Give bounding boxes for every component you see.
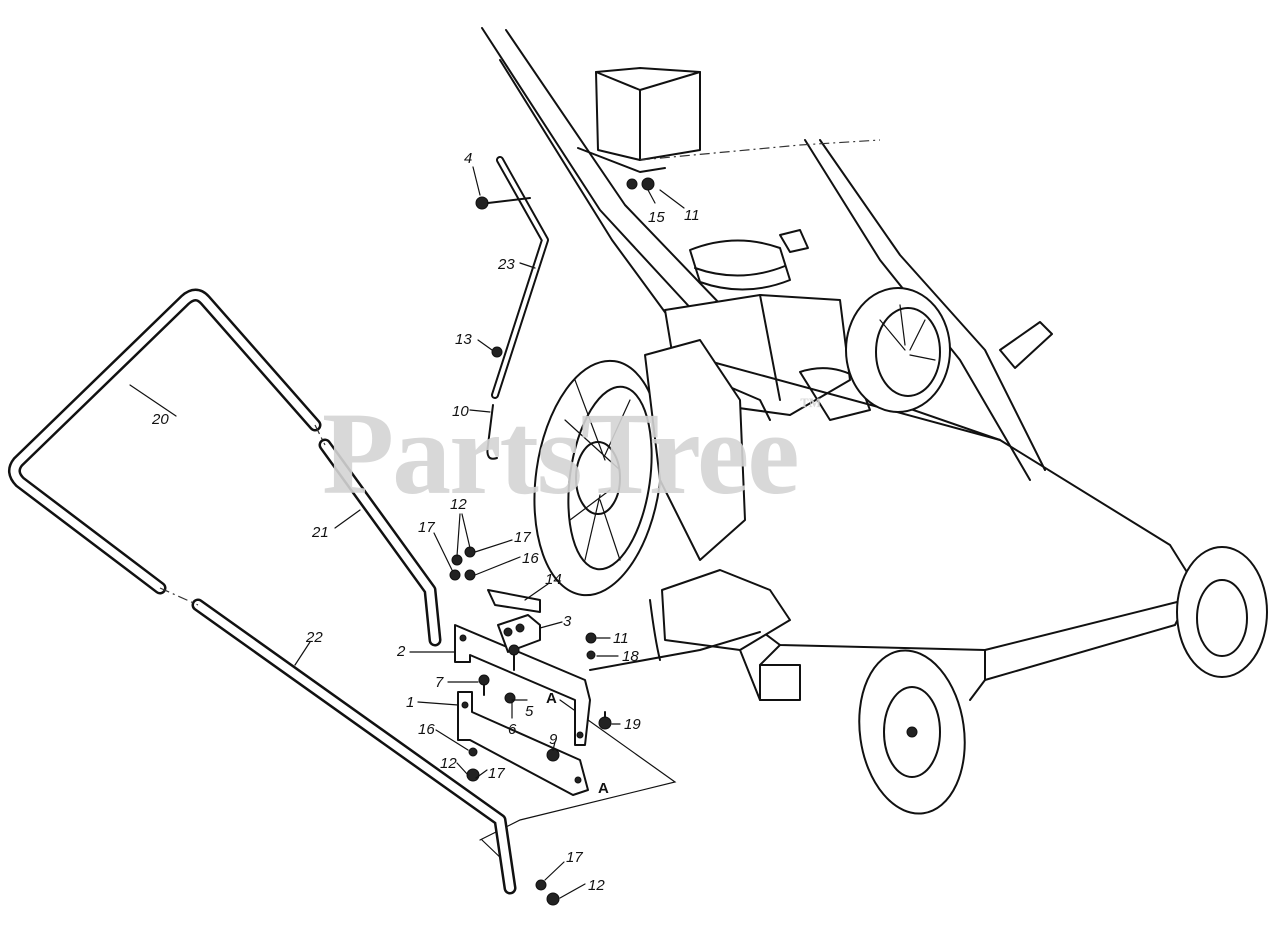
- callout-6: 6: [508, 721, 517, 738]
- bracket-2: [454, 624, 591, 746]
- callout-11-right: 11: [613, 630, 629, 647]
- callout-16-upper: 16: [522, 550, 539, 567]
- callout-2: 2: [396, 643, 406, 660]
- callout-10: 10: [452, 403, 469, 420]
- callout-12-lower: 12: [440, 755, 457, 772]
- callout-4: 4: [464, 150, 472, 167]
- hardware: [449, 177, 761, 906]
- callout-12-bottom: 12: [588, 877, 605, 894]
- callout-9: 9: [549, 731, 558, 748]
- callout-7: 7: [435, 674, 444, 691]
- reference-a-upper: A: [546, 690, 557, 707]
- callout-20: 20: [151, 411, 169, 428]
- callout-14: 14: [545, 571, 562, 588]
- callout-labels: 4 15 11 23 13 10 20 21 12 17 17 16 14 3 …: [151, 150, 700, 894]
- callout-1: 1: [406, 694, 414, 711]
- callout-17-upper-left: 17: [418, 519, 435, 536]
- mower-illustration: [479, 27, 1268, 863]
- callout-15: 15: [648, 209, 665, 226]
- lower-handle-21: [314, 424, 442, 647]
- callout-5: 5: [525, 703, 534, 720]
- reference-a-lower: A: [598, 780, 609, 797]
- callout-3: 3: [563, 613, 572, 630]
- bracket-3: [487, 589, 541, 653]
- partstree-watermark: PartsTree™: [322, 393, 822, 513]
- callout-23: 23: [497, 256, 515, 273]
- callout-19: 19: [624, 716, 641, 733]
- rod-23: [486, 156, 549, 460]
- callout-13: 13: [455, 331, 472, 348]
- callout-16-lower: 16: [418, 721, 435, 738]
- watermark-text: PartsTree: [322, 388, 800, 519]
- callout-17-bottom: 17: [566, 849, 583, 866]
- callout-17-lower: 17: [488, 765, 505, 782]
- callout-11-top: 11: [684, 207, 700, 224]
- callout-17-upper-right: 17: [514, 529, 531, 546]
- leader-lines: [129, 166, 685, 899]
- callout-18: 18: [622, 648, 639, 665]
- callout-22: 22: [305, 629, 323, 646]
- upper-handle-20: [8, 288, 322, 595]
- callout-21: 21: [311, 524, 329, 541]
- bracket-1: [457, 691, 589, 796]
- lower-handle-22: [159, 587, 517, 895]
- trademark-symbol: ™: [799, 393, 822, 418]
- callout-12-upper: 12: [450, 496, 467, 513]
